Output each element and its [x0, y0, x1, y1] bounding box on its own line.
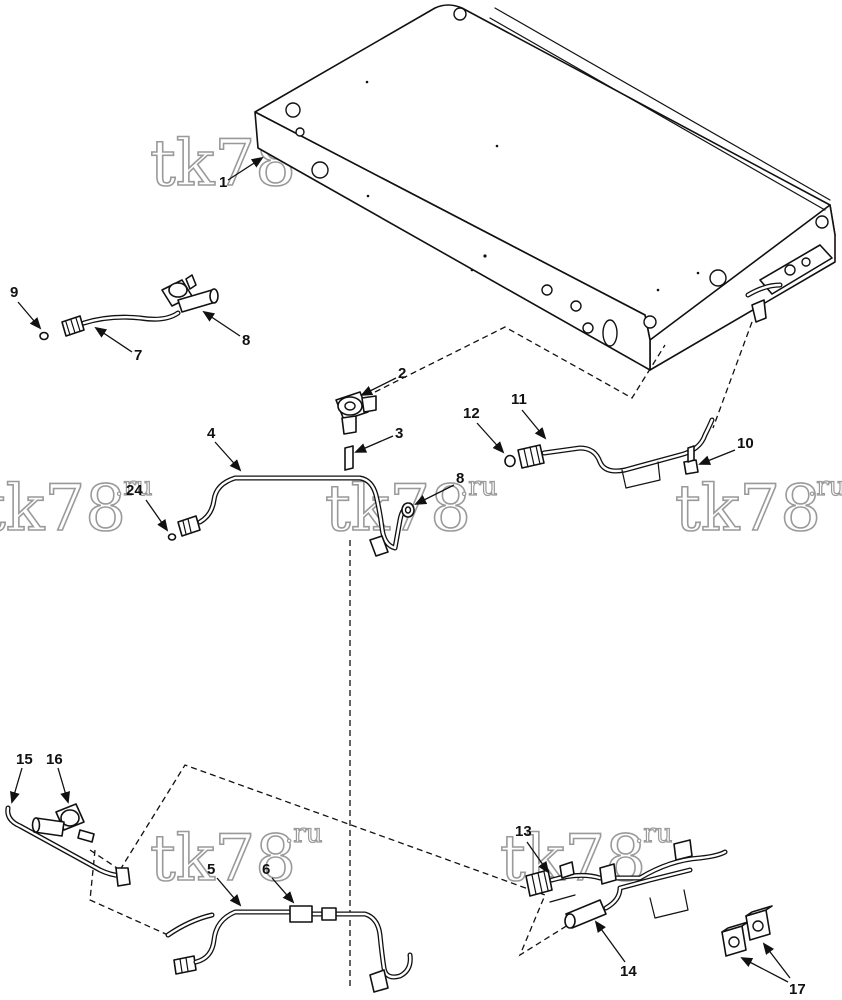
part-14-hose: [564, 867, 693, 929]
part-5-tube: [165, 909, 413, 993]
callout-8-top: 8: [202, 310, 250, 349]
svg-text:.ru: .ru: [460, 472, 497, 502]
part-24-o-ring: [167, 533, 177, 541]
svg-text:11: 11: [511, 391, 527, 408]
part-12-o-ring: [504, 454, 516, 468]
watermark-3: tk78 .ru: [0, 471, 153, 547]
part-8-valve-top: [161, 274, 219, 313]
svg-text:7: 7: [134, 347, 142, 364]
svg-text:14: 14: [620, 963, 637, 980]
svg-text:16: 16: [46, 751, 63, 768]
svg-text:5: 5: [207, 861, 215, 878]
part-4-tube: [177, 475, 413, 557]
callout-11: 11: [511, 391, 547, 440]
svg-text:4: 4: [207, 425, 216, 442]
part-6-sleeve: [289, 905, 337, 923]
part-2-fitting: [335, 391, 377, 435]
svg-text:15: 15: [16, 751, 33, 768]
callout-12: 12: [463, 405, 505, 454]
part-17-clamps: [721, 905, 773, 957]
callout-16: 16: [46, 751, 70, 804]
svg-text:6: 6: [262, 861, 270, 878]
svg-text:.ru: .ru: [635, 819, 672, 849]
callout-2: 2: [360, 365, 406, 396]
callout-4: 4: [207, 425, 242, 472]
svg-text:17: 17: [789, 981, 806, 998]
callout-17: 17: [740, 942, 806, 998]
watermark-7: tk78 .ru: [499, 818, 673, 896]
callout-8-middle: 8: [414, 470, 464, 505]
callout-14: 14: [594, 920, 637, 980]
part-10-fitting: [683, 445, 699, 475]
svg-text:9: 9: [10, 284, 18, 301]
part-1-tray: [254, 4, 836, 371]
callout-1: 1: [219, 156, 264, 191]
svg-text:.ru: .ru: [115, 472, 152, 502]
svg-text:2: 2: [398, 365, 406, 382]
svg-text:tk78: tk78: [0, 472, 126, 546]
svg-text:8: 8: [242, 332, 250, 349]
svg-text:tk78: tk78: [675, 472, 821, 546]
part-3-pin: [344, 445, 354, 471]
svg-text:1: 1: [219, 174, 227, 191]
watermark-5: tk78 .ru: [674, 471, 842, 547]
callout-24: 24: [126, 482, 169, 532]
svg-text:.ru: .ru: [285, 819, 322, 849]
part-8-nut-middle: [401, 502, 415, 518]
svg-text:tk78: tk78: [500, 822, 646, 896]
svg-text:24: 24: [126, 482, 143, 499]
callout-9: 9: [10, 284, 42, 330]
svg-text:.ru: .ru: [808, 472, 842, 502]
callout-3: 3: [354, 425, 403, 453]
part-7-tube: [61, 310, 181, 337]
part-9-o-ring: [39, 331, 49, 341]
part-11-tube: [517, 417, 715, 489]
callouts: 1 2 3 4 5 6 7 8: [10, 156, 806, 998]
svg-text:3: 3: [395, 425, 403, 442]
svg-text:12: 12: [463, 405, 480, 422]
svg-text:13: 13: [515, 823, 532, 840]
part-13-fitting: [525, 839, 728, 903]
watermark-6: tk78 .ru: [149, 818, 323, 896]
callout-15: 15: [10, 751, 33, 804]
svg-text:8: 8: [456, 470, 464, 487]
part-16-valve: [31, 803, 95, 843]
callout-7: 7: [94, 326, 142, 364]
callout-13: 13: [515, 823, 550, 874]
part-15-tube: [5, 805, 131, 887]
callout-10: 10: [698, 435, 754, 465]
callout-6: 6: [262, 861, 295, 904]
callout-5: 5: [207, 861, 242, 907]
svg-text:10: 10: [737, 435, 754, 452]
